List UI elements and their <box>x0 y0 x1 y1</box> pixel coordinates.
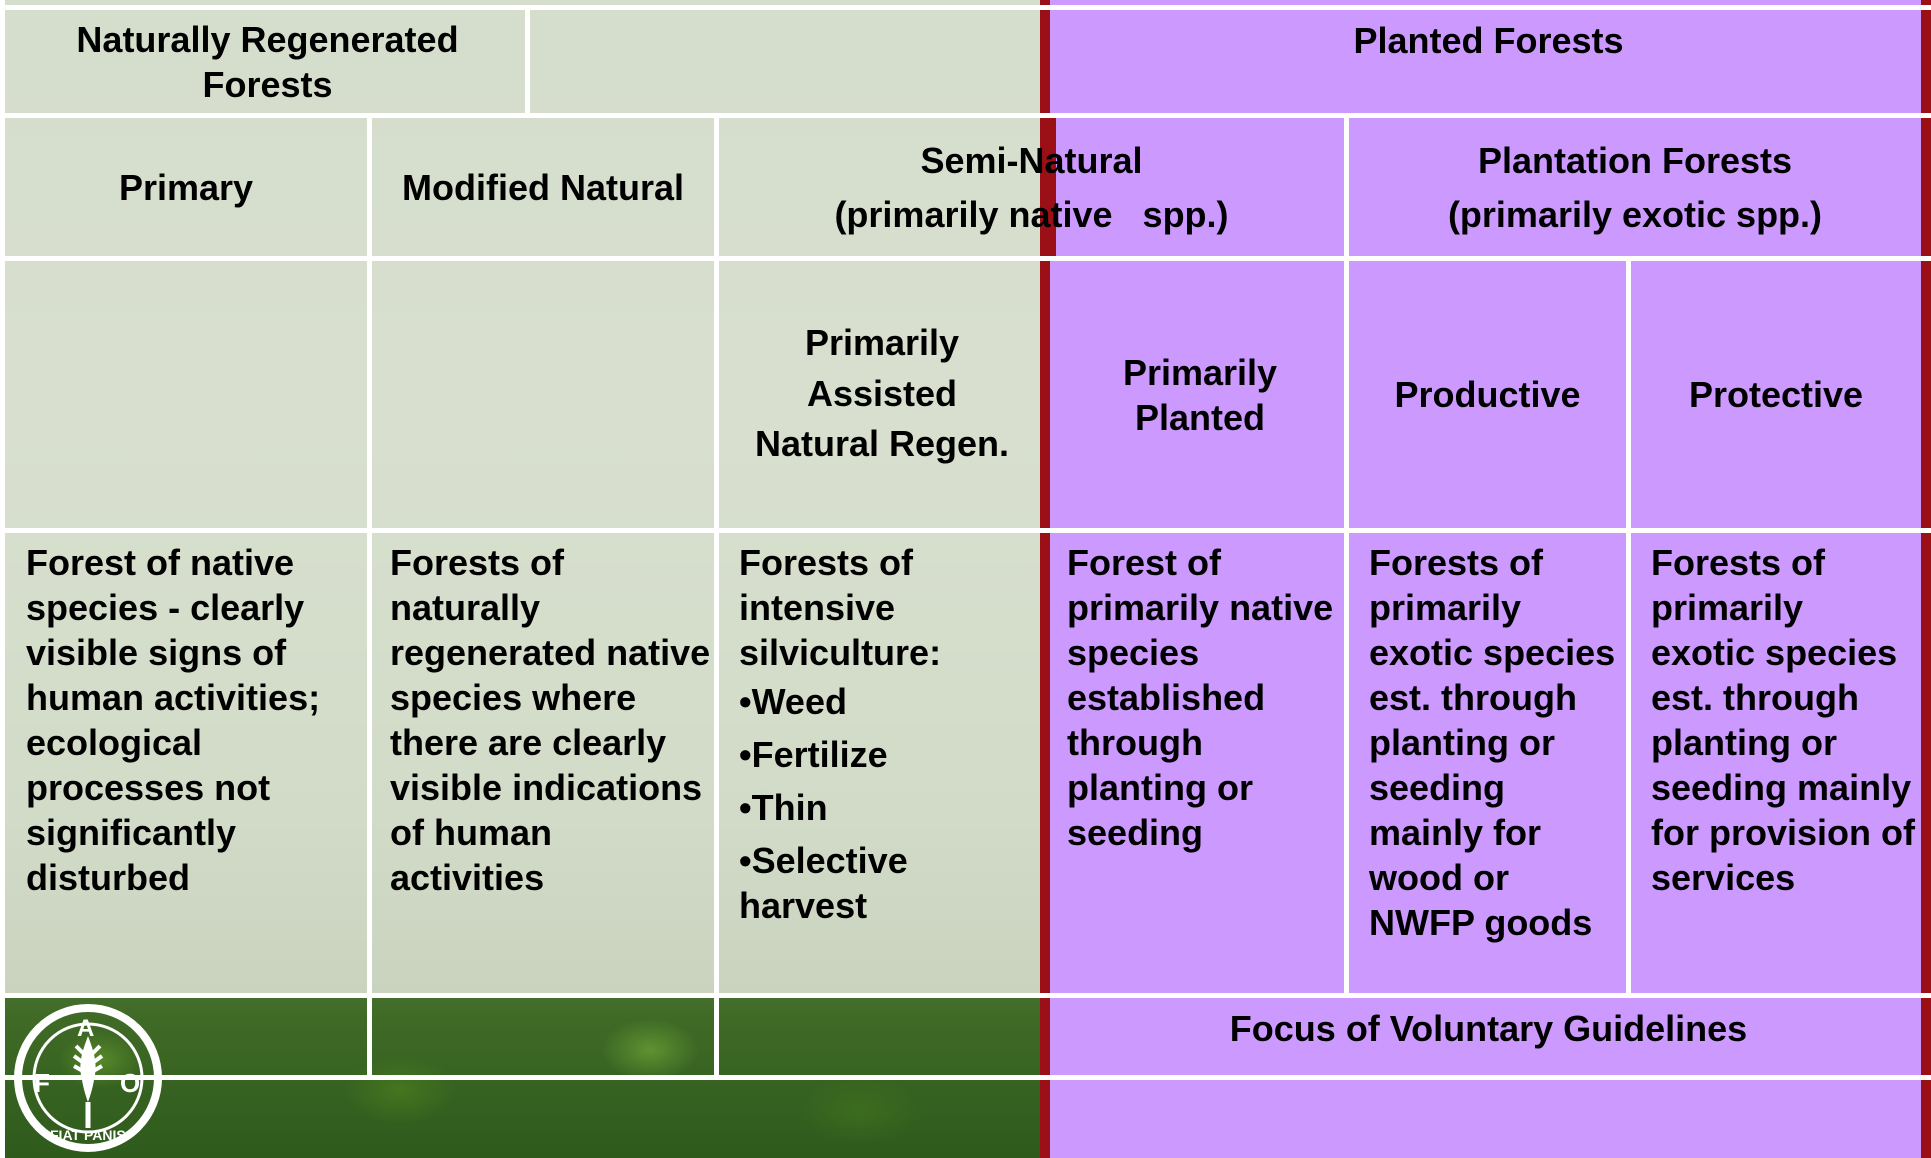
header-planted-forests: Planted Forests <box>1353 19 1624 61</box>
natural-forests-panel <box>0 0 1045 995</box>
assisted-bullet: •Fertilize <box>739 734 888 775</box>
grid-line <box>0 113 1931 118</box>
subcategory-protective: Protective <box>1688 374 1864 415</box>
focus-of-guidelines: Focus of Voluntary Guidelines <box>1229 1007 1748 1049</box>
header-naturally-regenerated: Naturally Regenerated Forests <box>76 18 459 105</box>
planted-forests-panel <box>1045 0 1931 1158</box>
red-divider-right <box>1921 0 1931 1158</box>
semi-natural-title: Semi-Natural <box>920 140 1143 181</box>
grid-line <box>0 5 1931 10</box>
semi-natural-subtitle: (primarily native spp.) <box>834 194 1229 235</box>
assisted-bullet: •Thin <box>739 787 828 828</box>
fao-logo-icon: F A O FIAT PANIS <box>14 1004 162 1152</box>
logo-letter: A <box>77 1015 94 1042</box>
description-protective: Forests of primarily exotic species est.… <box>1651 542 1915 898</box>
description-primarily-planted: Forest of primarily native species estab… <box>1067 542 1334 853</box>
grid-line <box>0 1075 1931 1080</box>
plantation-subtitle: (primarily exotic spp.) <box>1447 194 1823 235</box>
logo-letter: O <box>120 1068 140 1098</box>
logo-letter: F <box>34 1068 50 1098</box>
grid-line <box>1344 113 1349 993</box>
red-divider-mid <box>1040 116 1056 261</box>
grid-line <box>0 0 5 1158</box>
plantation-title: Plantation Forests <box>1477 140 1793 181</box>
description-assisted-regen: Forests of intensive silviculture: •Weed… <box>739 540 1039 928</box>
grid-line <box>0 993 1931 998</box>
category-primary: Primary <box>118 166 254 208</box>
grid-line <box>0 256 1931 261</box>
assisted-bullet: •Weed <box>739 681 847 722</box>
category-modified-natural: Modified Natural <box>401 166 684 208</box>
subcategory-assisted-regen: Primarily Assisted Natural Regen. <box>754 322 1010 465</box>
grid-line <box>525 5 530 113</box>
description-primary: Forest of native species - clearly visib… <box>26 542 321 898</box>
grid-line <box>714 113 719 1075</box>
red-divider-left <box>1040 0 1050 1158</box>
grid-line <box>1626 256 1631 993</box>
description-modified-natural: Forests of naturally regenerated native … <box>390 542 711 898</box>
grid-line <box>367 113 372 1075</box>
grid-line <box>0 528 1931 533</box>
description-productive: Forests of primarily exotic species est.… <box>1369 542 1616 943</box>
assisted-bullet: •Selective harvest <box>739 840 908 926</box>
assisted-intro: Forests of intensive silviculture: <box>739 542 942 673</box>
subcategory-productive: Productive <box>1394 374 1581 415</box>
logo-motto: FIAT PANIS <box>50 1127 126 1143</box>
category-plantation-forests: Plantation Forests (primarily exotic spp.… <box>1349 134 1921 242</box>
subcategory-primarily-planted: Primarily Planted <box>1122 351 1278 438</box>
category-semi-natural: Semi-Natural (primarily native spp.) <box>719 134 1344 242</box>
